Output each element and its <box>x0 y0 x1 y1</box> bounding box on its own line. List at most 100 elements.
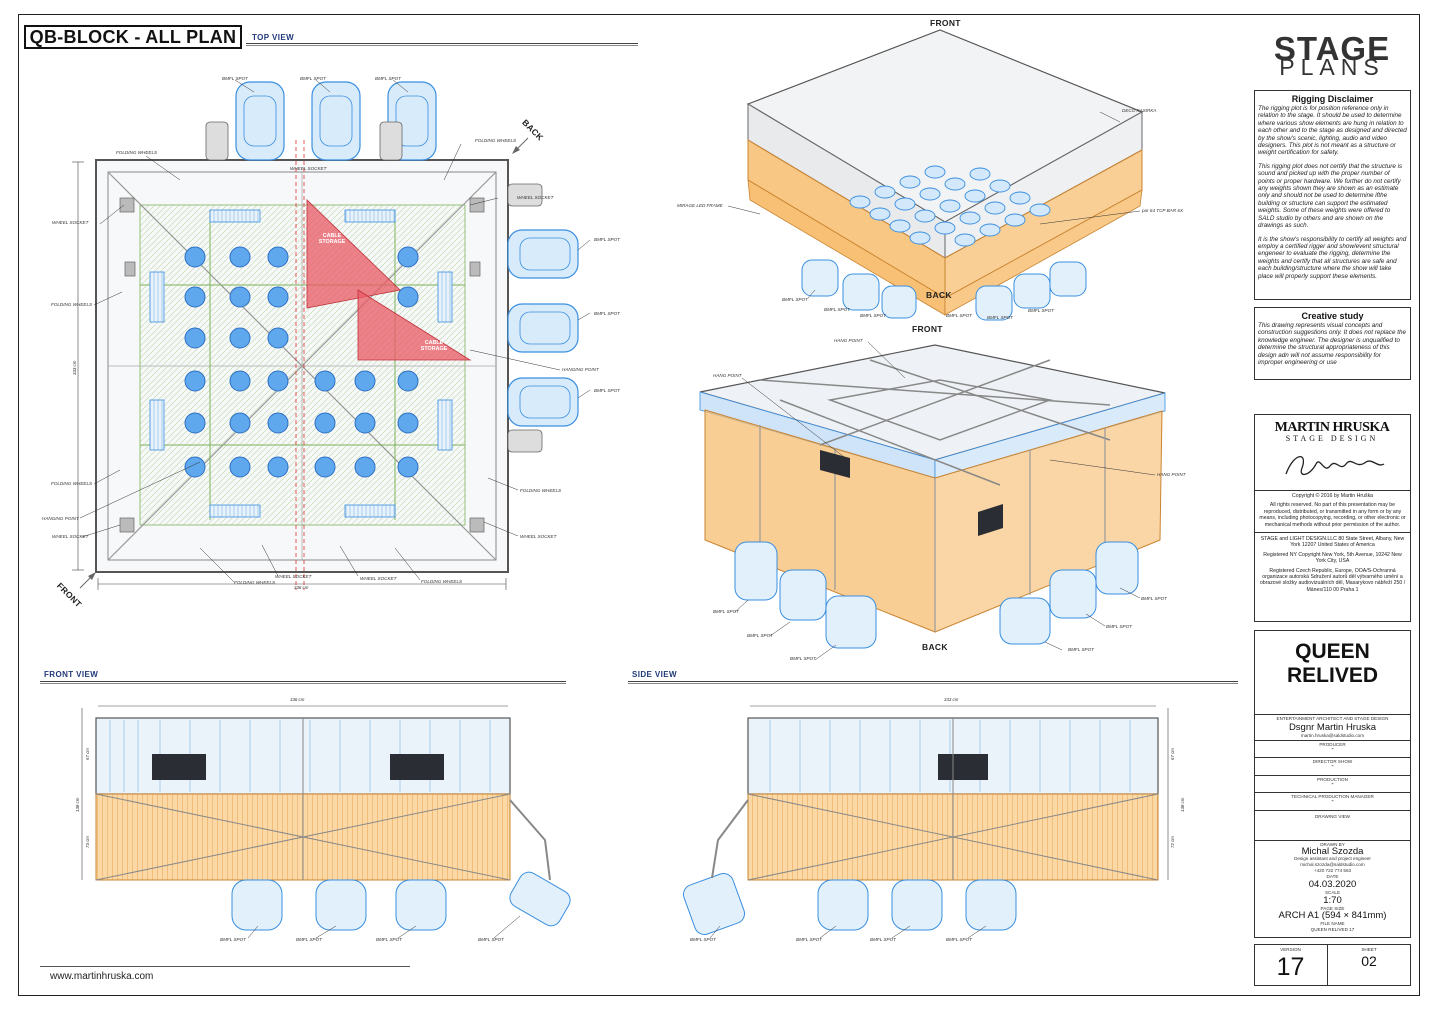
front-bmfl-1: BMFL SPOT <box>220 937 246 942</box>
file-name-label: FILE NAME <box>1320 921 1345 926</box>
footer-rule <box>40 966 410 967</box>
label-hanging-point-r: HANGING POINT <box>562 367 599 372</box>
rigging-disclaimer-p3: It is the show's responsibility to certi… <box>1258 235 1407 280</box>
iso-bottom-bmfl-6: BMFL SPOT <box>790 656 816 661</box>
iso-bottom-hang-1: HANG POINT <box>834 338 863 343</box>
iso-bottom-hang-3: HANG POINT <box>1157 472 1186 477</box>
iso-top-par-label: par 64 TCP BAR 6X <box>1142 208 1183 213</box>
side-bmfl <box>682 872 1017 936</box>
iso-top-deco-label: DECO KASIRKA <box>1122 108 1157 113</box>
label-folding-wheels-br: FOLDING WHEELS <box>520 488 562 493</box>
label-bmfl-1: BMFL SPOT <box>222 76 248 81</box>
top-par-lamp-grid <box>184 246 419 478</box>
drawn-by-name: Michal Szozda <box>1301 846 1364 857</box>
copyright-line2: All rights reserved. No part of this pre… <box>1259 502 1406 528</box>
iso-bottom-front-label: FRONT <box>912 324 943 334</box>
rigging-disclaimer-p2: This rigging plot does not certify that … <box>1258 162 1403 230</box>
iso-bottom-bmfl-1: BMFL SPOT <box>1141 596 1167 601</box>
iso-bottom-hang-2: HANG POINT <box>713 373 742 378</box>
architect-name: Dsgnr Martin Hruska <box>1288 722 1377 733</box>
producer-label: PRODUCER <box>1319 742 1346 747</box>
tpm-label: TECHNICAL PRODUCTION MANAGER <box>1291 794 1374 799</box>
scale-label: SCALE <box>1324 890 1341 895</box>
label-wheel-socket-bl: WHEEL SOCKET <box>52 534 89 539</box>
iso-top-bmfl-4: BMFL SPOT <box>946 313 972 318</box>
creative-study-box: Creative study This drawing represents v… <box>1254 307 1411 380</box>
file-name-value: QUEEN RELIVED 17 <box>1310 927 1355 932</box>
signature-icon <box>1285 456 1385 475</box>
logo-area <box>1255 415 1410 491</box>
director-value: - <box>1331 763 1334 770</box>
label-bmfl-r2: BMFL SPOT <box>594 311 620 316</box>
label-hanging-point-l: HANGING POINT <box>42 516 79 521</box>
top-view-title: TOP VIEW <box>252 33 295 42</box>
front-view-title: FRONT VIEW <box>44 670 99 679</box>
label-wheel-socket-br: WHEEL SOCKET <box>520 534 557 539</box>
top-dim-horizontal: 336 cm <box>294 585 309 590</box>
version-sheet-box <box>1254 944 1411 986</box>
drawing-sheet-border <box>18 14 1420 996</box>
copyright-line4: Registered NY Copyright New York, 5th Av… <box>1263 551 1402 565</box>
label-folding-wheels-tl: FOLDING WHEELS <box>116 150 158 155</box>
label-wheel-socket-l: WHEEL SOCKET <box>52 220 89 225</box>
label-bmfl-3: BMFL SPOT <box>375 76 401 81</box>
cable-storage-right <box>357 289 472 361</box>
front-dim-width: 336 cm <box>290 697 305 702</box>
label-folding-wheels-b1: FOLDING WHEELS <box>234 580 276 585</box>
tpm-value: - <box>1331 798 1334 805</box>
brand-stage: STAGE <box>1273 30 1391 67</box>
martin-hruska-logo-sub: STAGE DESIGN <box>1285 434 1379 443</box>
side-dim-width: 333 cm <box>944 697 959 702</box>
drawn-by-email: michal.szozda@saldstudio.com <box>1300 862 1365 867</box>
iso-top-bmfl <box>801 259 1087 321</box>
scale-value: 1:70 <box>1323 895 1342 906</box>
cable-storage-left <box>306 199 401 309</box>
cable-storage-label-2: CABLE STORAGE <box>420 340 448 353</box>
drawing-view-label: DRAWING VIEW <box>1314 814 1351 819</box>
production-value: - <box>1331 781 1334 788</box>
top-bmfl-right-col <box>507 229 579 427</box>
iso-top-bmfl-2: BMFL SPOT <box>824 307 850 312</box>
director-label: DIRECTOR SHOW <box>1312 759 1353 764</box>
rigging-disclaimer-box: Rigging Disclaimer The rigging plot is f… <box>1254 90 1411 300</box>
side-bmfl-2: BMFL SPOT <box>796 937 822 942</box>
iso-top-bmfl-1: BMFL SPOT <box>782 297 808 302</box>
project-info-box <box>1254 630 1411 938</box>
sheet-number: 02 <box>1361 953 1377 969</box>
rigging-disclaimer-title: Rigging Disclaimer <box>1291 94 1374 104</box>
label-bmfl-r1: BMFL SPOT <box>594 237 620 242</box>
creative-study-body: This drawing represents visual concepts … <box>1258 322 1406 367</box>
drawn-by-phone: +420 722 774 563 <box>1313 868 1352 873</box>
date-value: 04.03.2020 <box>1308 879 1357 890</box>
label-wheel-socket-r: WHEEL SOCKET <box>517 195 554 200</box>
side-bmfl-3: BMFL SPOT <box>870 937 896 942</box>
show-title-line1: QUEEN <box>1295 640 1370 663</box>
version-label: VERSION <box>1280 947 1301 952</box>
date-label: DATE <box>1326 874 1339 879</box>
page-size-value: ARCH A1 (594 × 841mm) <box>1278 910 1387 921</box>
rigging-disclaimer-p1: The rigging plot is for position referen… <box>1258 105 1407 157</box>
iso-top-mirage-label: MIRAGE LED FRAME <box>677 203 723 208</box>
side-view-rule <box>628 681 1238 684</box>
side-view-title: SIDE VIEW <box>632 670 677 679</box>
version-number: 17 <box>1276 953 1305 981</box>
front-bmfl-4: BMFL SPOT <box>478 937 504 942</box>
label-bmfl-2: BMFL SPOT <box>300 76 326 81</box>
footer-url[interactable]: www.martinhruska.com <box>50 971 154 982</box>
iso-top-bmfl-3: BMFL SPOT <box>860 313 886 318</box>
iso-top-back-label: BACK <box>926 290 952 300</box>
sheet-label: SHEET <box>1361 947 1377 952</box>
iso-top-bmfl-6: BMFL SPOT <box>1028 308 1054 313</box>
show-title: QUEEN RELIVED <box>1254 640 1411 688</box>
iso-top-par-cans <box>849 165 1051 247</box>
label-folding-wheels-b2: FOLDING WHEELS <box>421 579 463 584</box>
martin-hruska-logo: MARTIN HRUSKA <box>1274 420 1390 435</box>
iso-top-bmfl-5: BMFL SPOT <box>987 315 1013 320</box>
side-dim-h3: 72 cm <box>1170 836 1175 848</box>
show-title-line2: RELIVED <box>1286 664 1378 687</box>
side-dim-h1: 67 cm <box>1170 748 1175 760</box>
copyright-box: Copyright © 2016 by Martin Hruška All ri… <box>1254 414 1411 622</box>
